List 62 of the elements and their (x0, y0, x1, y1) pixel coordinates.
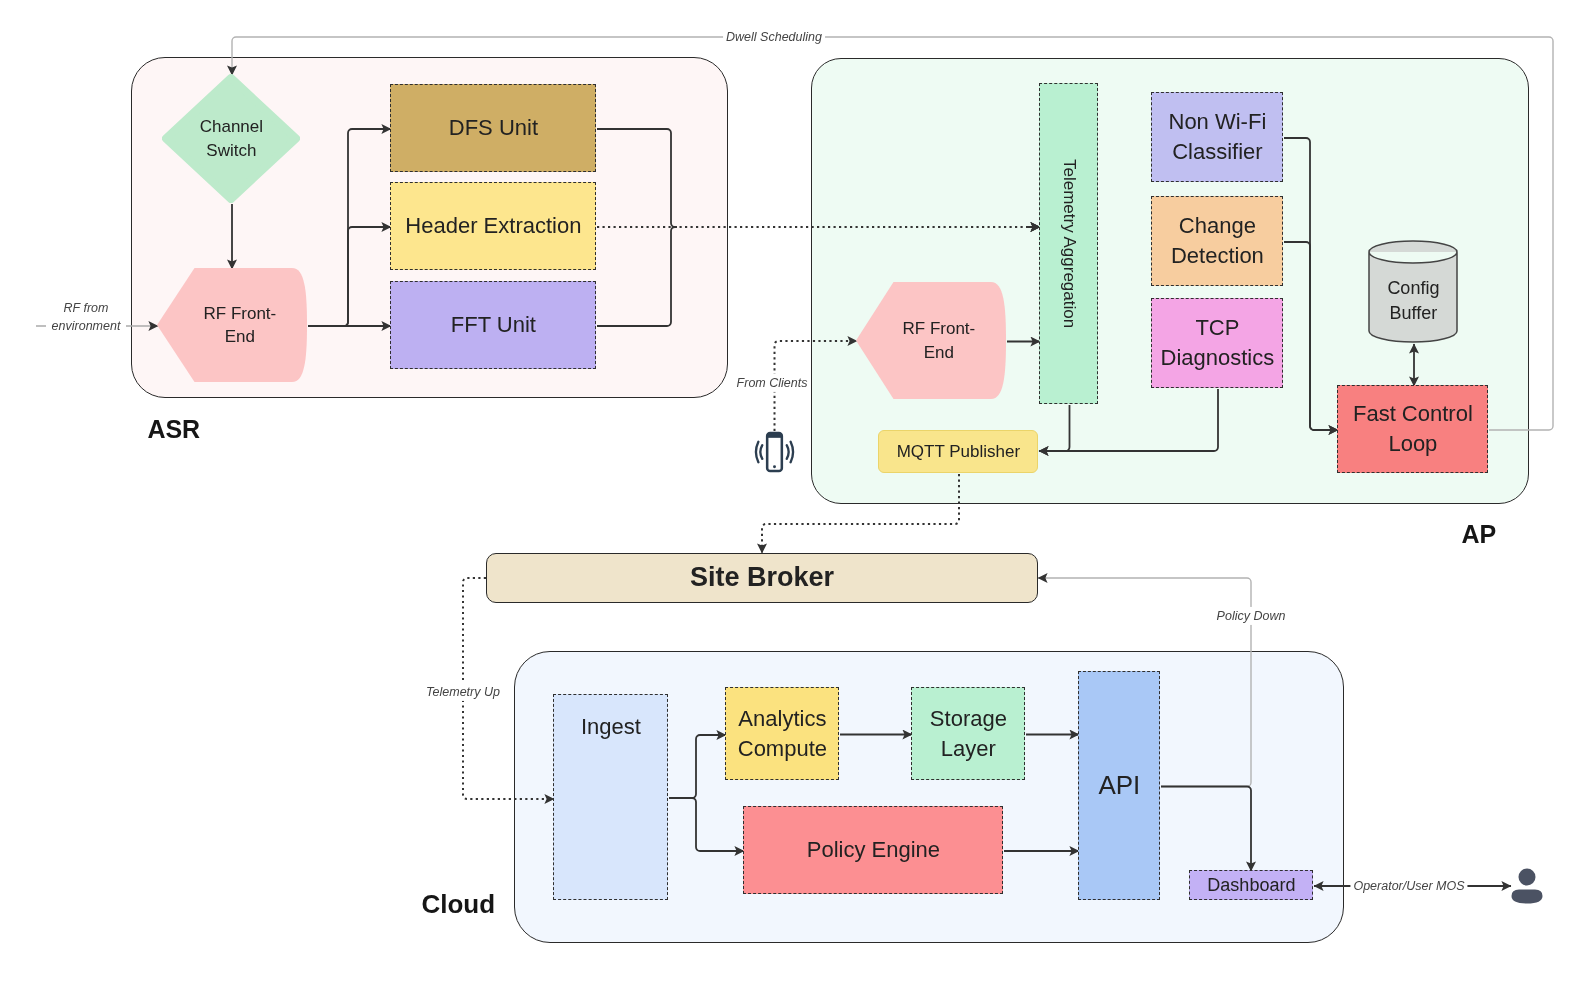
process-box (1039, 83, 1099, 405)
arrow (1006, 336, 1041, 347)
process-box (878, 430, 1039, 474)
arrow (227, 203, 237, 270)
arrow (1025, 729, 1080, 740)
arrow (1003, 846, 1080, 856)
arrow (1160, 785, 1256, 872)
node-label: Dashboard (1207, 873, 1296, 897)
node-label: Ingest (580, 713, 641, 742)
node-label: Policy Engine (806, 836, 941, 865)
node-label: Header Extraction (405, 212, 582, 241)
process-box (1078, 671, 1161, 901)
database-cylinder (1368, 240, 1459, 344)
node-label: FFT Unit (450, 311, 536, 340)
dotted-arrow (757, 473, 960, 554)
node-label: Config Buffer (1386, 277, 1441, 325)
node-label: Telemetry Aggregation (1059, 159, 1080, 329)
arrow (1038, 388, 1219, 456)
process-box (390, 182, 597, 271)
process-box (390, 84, 597, 173)
dotted-arrow (462, 577, 555, 804)
node-label: Site Broker (689, 561, 835, 595)
process-box (390, 281, 597, 370)
node-label: RF Front-End (901, 318, 977, 364)
edge-label: From Clients (733, 373, 811, 393)
display-shape (157, 268, 308, 383)
group-title: Cloud (421, 889, 496, 921)
node-label: Analytics Compute (736, 704, 829, 763)
arrow (668, 797, 745, 856)
dotted-arrow (773, 336, 858, 432)
person-icon (1511, 868, 1543, 904)
group-title: AP (1461, 519, 1497, 550)
node-label: DFS Unit (448, 114, 538, 143)
arrow (227, 36, 1554, 431)
arrow (307, 321, 392, 331)
phone-icon (753, 431, 796, 473)
node-label: Fast Control Loop (1351, 400, 1474, 459)
process-box (486, 553, 1038, 603)
arrow (1283, 241, 1339, 435)
process-box (1151, 196, 1284, 287)
process-box (725, 687, 840, 781)
group-title: ASR (147, 414, 201, 445)
process-box (1337, 385, 1489, 474)
process-box (1189, 870, 1314, 901)
node-label: Storage Layer (928, 704, 1008, 763)
process-box (1151, 298, 1284, 389)
node-label: RF Front-End (202, 302, 278, 349)
node-label: Change Detection (1169, 212, 1265, 271)
process-box (1151, 92, 1284, 183)
node-label: TCP Diagnostics (1159, 314, 1276, 373)
node-label: Channel Switch (198, 116, 265, 162)
decision-diamond (162, 74, 301, 204)
process-box (743, 806, 1004, 895)
node-label: Non Wi-Fi Classifier (1167, 108, 1268, 167)
node-label: MQTT Publisher (896, 441, 1021, 464)
process-box (911, 687, 1026, 781)
display-shape (856, 282, 1007, 400)
process-box (553, 694, 669, 901)
node-label: API (1098, 768, 1141, 802)
double-arrow (1409, 343, 1419, 387)
arrow (596, 222, 1041, 327)
arrow (839, 729, 913, 740)
